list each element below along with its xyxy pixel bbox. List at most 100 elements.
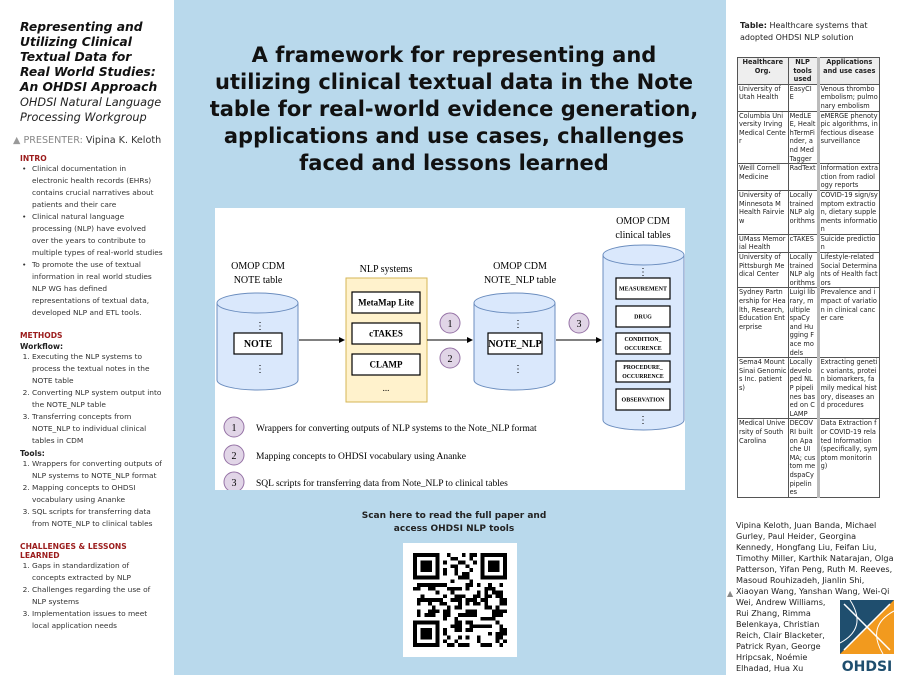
table-cell: University of Utah Health	[737, 83, 789, 112]
ellipsis-icon: ⋮	[638, 267, 648, 278]
intro-list: Clinical documentation in electronic hea…	[20, 163, 164, 319]
note-box	[233, 332, 283, 355]
challenges-list: Gaps in standardization of concepts extr…	[20, 560, 164, 632]
clinical-table-box	[615, 305, 671, 328]
challenges-item: Implementation issues to meet local appl…	[32, 608, 164, 632]
table-cell: Columbia University Irving Medical Cente…	[737, 110, 789, 165]
step-number: 3	[232, 478, 237, 489]
legend-text: Wrappers for converting outputs of NLP s…	[256, 423, 537, 434]
tools-item: Mapping concepts to OHDSI vocabulary usi…	[32, 482, 164, 506]
nlp-system	[351, 322, 421, 345]
step-circle	[568, 312, 590, 334]
person-icon: ▲	[13, 135, 21, 146]
table-cell: Sydney Partnership for Health, Research,…	[737, 287, 789, 359]
table-cell: COVID-19 sign/symptom extraction, dietar…	[816, 189, 881, 235]
clinical-table-box-label: DRUG	[634, 315, 652, 321]
note-cylinder-top	[216, 292, 299, 314]
workflow-item: Executing the NLP systems to process the…	[32, 351, 164, 387]
step-number: 2	[448, 354, 453, 365]
table-row: University of Minnesota M Health Fairvie…	[737, 189, 881, 235]
qr-code[interactable]	[403, 543, 517, 657]
table-row: Sema4 Mount Sinai Genomics Inc. patients…	[737, 357, 881, 420]
note-table-label: OMOP CDM	[231, 261, 285, 272]
ellipsis-icon: ⋮	[513, 364, 523, 375]
table-cell: MedLEE, HealthTermFinder, and MedTagger	[787, 110, 819, 165]
clinical-table-box	[615, 332, 671, 355]
table-row: Columbia University Irving Medical Cente…	[737, 110, 881, 165]
table-cell: Weill Cornell Medicine	[737, 163, 789, 191]
ohdsi-logo: OHDSI	[839, 600, 895, 674]
workflow-item: Transferring concepts from NOTE_NLP to i…	[32, 411, 164, 447]
clinical-tables-label: OMOP CDM	[616, 216, 670, 227]
column-header: Applications and use cases	[816, 57, 881, 85]
intro-item: Clinical documentation in electronic hea…	[22, 163, 164, 211]
person-icon: ▲	[727, 589, 734, 598]
ellipsis-icon: ⋮	[513, 319, 523, 330]
clinical-table-box-label: OCCURRENCE	[622, 374, 664, 380]
clinical-tables-label: clinical tables	[615, 230, 670, 241]
tools-item: Wrappers for converting outputs of NLP s…	[32, 458, 164, 482]
clinical-table-box-label: OBSERVATION	[622, 398, 666, 404]
table-cell: Venous thromboembolism; pulmonary emboli…	[816, 83, 881, 112]
clinical-table-box-label: PROCEDURE_	[623, 365, 663, 371]
clinical-table-box	[615, 360, 671, 383]
table-caption: Table: Healthcare systems that adopted O…	[740, 21, 868, 42]
table-row: Sydney Partnership for Health, Research,…	[737, 287, 881, 359]
note-nlp-table-label: OMOP CDM	[493, 261, 547, 272]
challenges-item: Challenges regarding the use of NLP syst…	[32, 584, 164, 608]
table-cell: Extracting genetic variants, protein bio…	[816, 357, 881, 420]
clinical-table-box-label: OCCURENCE	[624, 346, 661, 352]
note-nlp-table-label: NOTE_NLP table	[484, 275, 557, 286]
nlp-system-label: MetaMap Lite	[358, 298, 414, 308]
nlp-more: ...	[383, 383, 390, 393]
clinical-table-box	[615, 388, 671, 411]
table-cell: Locally developed NLP pipelines based on…	[787, 357, 819, 420]
methods-heading: METHODS	[20, 331, 63, 340]
ellipsis-icon: ⋮	[255, 321, 265, 332]
main-title: A framework for representing and utilizi…	[209, 43, 699, 175]
right-column: Table: Healthcare systems that adopted O…	[726, 0, 900, 675]
step-number: 3	[577, 319, 582, 330]
column-header: Healthcare Org.	[737, 57, 789, 85]
step-number: 1	[448, 319, 453, 330]
presenter: ▲ PRESENTER: Vipina K. Keloth	[13, 135, 162, 146]
workgroup: OHDSI Natural Language Processing Workgr…	[20, 96, 162, 124]
table-cell: Suicide prediction	[816, 233, 881, 254]
note-table-label: NOTE table	[234, 275, 283, 286]
table-cell: cTAKES	[787, 233, 819, 254]
clinical-table-box-label: MEASUREMENT	[619, 287, 667, 293]
scan-text: Scan here to read the full paper and acc…	[361, 511, 547, 534]
clinical-table-box	[615, 277, 671, 300]
workflow-heading: Workflow:	[20, 342, 64, 351]
note-nlp-cylinder-top	[473, 292, 556, 314]
table-cell: Locally trained NLP algorithms	[787, 252, 819, 289]
table-cell: Information extraction from radiology re…	[816, 163, 881, 191]
ellipsis-icon: ⋮	[255, 364, 265, 375]
clinical-table-box-label: CONDITION_	[624, 337, 661, 343]
table-cell: UMass Memorial Health	[737, 233, 789, 254]
table-cell: Data Extraction for COVID-19 related Inf…	[816, 418, 881, 498]
table-cell: Lifestyle-related Social Determinants of…	[816, 252, 881, 289]
tools-item: SQL scripts for transferring data from N…	[32, 506, 164, 530]
table-cell: DECOVRI built on Apache UIMA; custom med…	[787, 418, 819, 498]
nlp-system	[351, 291, 421, 314]
table-cell: University of Pittsburgh Medical Center	[737, 252, 789, 289]
clinical-cylinder-top	[602, 244, 685, 266]
poster-title: Representing and Utilizing Clinical Text…	[20, 20, 158, 94]
workflow-list: Executing the NLP systems to process the…	[20, 351, 164, 447]
tools-heading: Tools:	[20, 449, 45, 458]
table-cell: Prevalence and impact of variation in cl…	[816, 287, 881, 359]
nlp-system-label: CLAMP	[370, 360, 403, 370]
intro-item: Clinical natural language processing (NL…	[22, 211, 164, 259]
table-cell: Medical University of South Carolina	[737, 418, 789, 498]
step-circle	[439, 347, 461, 369]
step-number: 1	[232, 423, 237, 434]
table-cell: eMERGE phenotypic algorithms, infectious…	[816, 110, 881, 165]
